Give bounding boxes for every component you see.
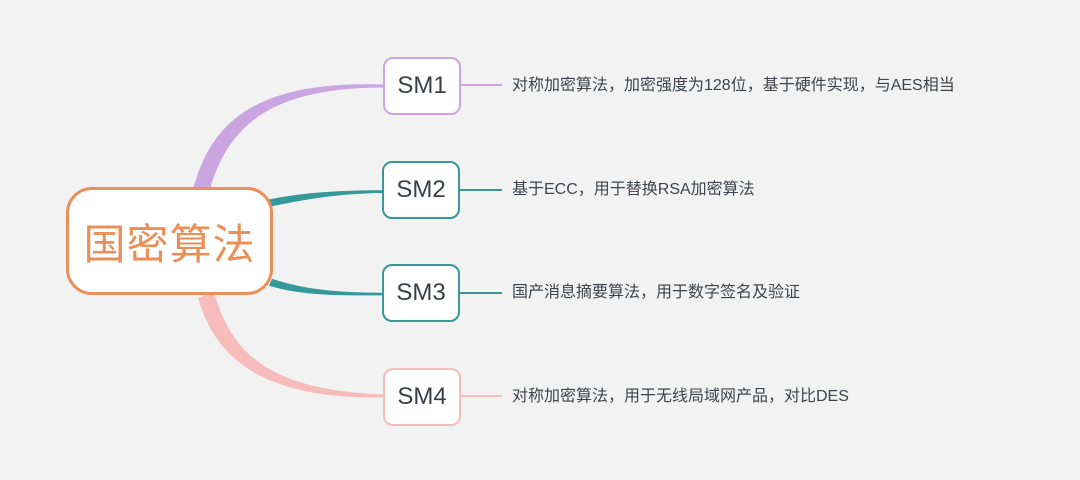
branch-node-sm2[interactable]: SM2: [382, 161, 460, 219]
branch-node-label: SM3: [396, 279, 446, 306]
branch-curve-sm2: [267, 190, 383, 207]
branch-node-label: SM1: [397, 72, 447, 99]
branch-node-sm4[interactable]: SM4: [383, 368, 461, 426]
branch-curve-sm4: [198, 292, 383, 398]
branch-node-label: SM2: [396, 176, 446, 203]
branch-description-sm1[interactable]: 对称加密算法，加密强度为128位，基于硬件实现，与AES相当: [512, 77, 955, 94]
branch-curve-sm1: [193, 84, 383, 196]
root-node[interactable]: 国密算法: [66, 187, 273, 295]
branch-description-sm3[interactable]: 国产消息摘要算法，用于数字签名及验证: [512, 284, 801, 301]
branch-curve-sm3: [269, 278, 383, 296]
branch-description-sm2[interactable]: 基于ECC，用于替换RSA加密算法: [512, 181, 755, 198]
branch-description-sm4[interactable]: 对称加密算法，用于无线局域网产品，对比DES: [512, 388, 849, 405]
branch-node-label: SM4: [397, 383, 447, 410]
root-node-label: 国密算法: [83, 220, 256, 268]
branch-node-sm3[interactable]: SM3: [382, 264, 460, 322]
branch-node-sm1[interactable]: SM1: [383, 57, 461, 115]
